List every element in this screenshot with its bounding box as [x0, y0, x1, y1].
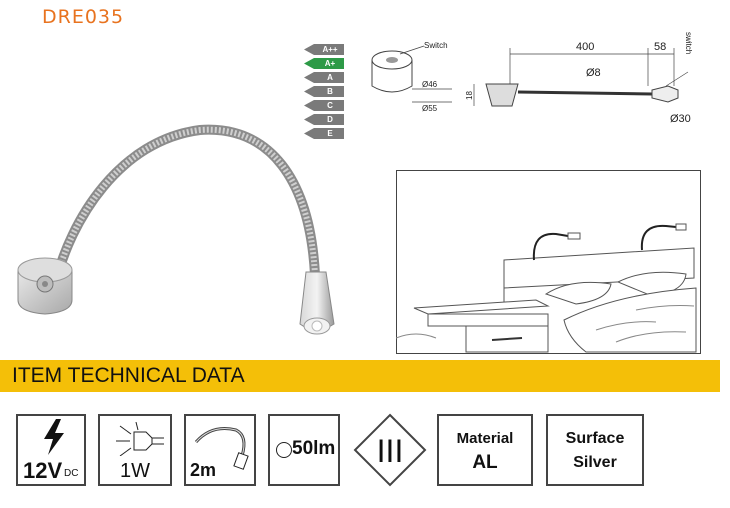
height-dimension: 18: [466, 91, 474, 100]
spec-material: Material AL: [437, 414, 533, 486]
protection-class-value: III: [377, 433, 404, 469]
lamp-product-image: [17, 124, 335, 335]
lumen-value: 50lm: [292, 438, 336, 459]
section-title: ITEM TECHNICAL DATA: [12, 364, 245, 387]
side-dimension-diagram: 400 58 Ø8 18 Ø30 switch: [466, 32, 693, 125]
bedroom-application-illustration: [396, 170, 701, 354]
spec-voltage: 12V DC: [16, 414, 86, 486]
model-number: DRE035: [42, 6, 125, 28]
voltage-unit: DC: [64, 468, 79, 479]
lightning-icon: [44, 419, 64, 455]
energy-label: A++ A+ A B C D E: [304, 44, 354, 142]
spec-lumen: 50lm: [268, 414, 340, 486]
head-diameter: Ø30: [670, 113, 691, 125]
surface-label: Surface: [565, 430, 625, 447]
base-inner-diameter: Ø46: [422, 80, 438, 89]
switch-side-label: switch: [684, 32, 693, 54]
cable-icon: [194, 427, 249, 470]
surface-value: Silver: [573, 454, 617, 471]
protection-class-symbol: III: [353, 413, 427, 487]
energy-class-d: D: [304, 114, 344, 125]
energy-class-a: A: [304, 72, 344, 83]
base-outer-diameter: Ø55: [422, 104, 438, 113]
spec-power: 1W: [98, 414, 172, 486]
arm-diameter: Ø8: [586, 67, 601, 79]
length-end: 58: [654, 41, 666, 53]
switch-label: Switch: [424, 41, 448, 50]
material-value: AL: [472, 452, 498, 473]
voltage-value: 12V: [23, 458, 63, 483]
cable-length-value: 2m: [190, 460, 217, 480]
energy-class-c: C: [304, 100, 344, 111]
energy-class-b: B: [304, 86, 344, 97]
power-value: 1W: [120, 460, 150, 482]
lamp-icon: [116, 422, 164, 456]
spec-surface: Surface Silver: [546, 414, 644, 486]
base-dimension-diagram: Switch Ø46 Ø55: [371, 41, 452, 113]
section-banner: [0, 360, 720, 392]
material-label: Material: [456, 430, 514, 447]
energy-class-ap: A+: [304, 58, 344, 69]
energy-class-e: E: [304, 128, 344, 139]
length-main: 400: [576, 41, 594, 53]
circle-icon: [276, 442, 292, 458]
spec-cable-length: 2m: [184, 414, 256, 486]
energy-class-app: A++: [304, 44, 344, 55]
